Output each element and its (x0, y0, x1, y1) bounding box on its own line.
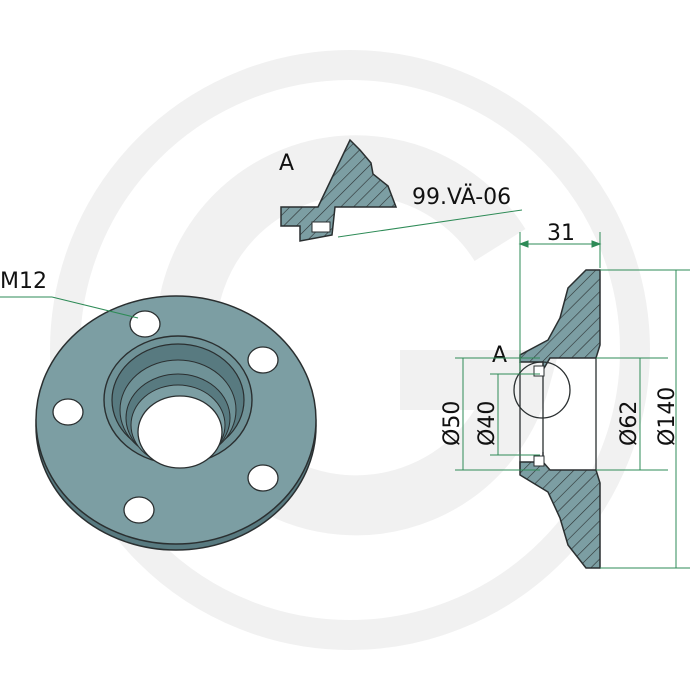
outer-dimensions (596, 269, 690, 569)
dia-40-label: Ø40 (475, 401, 500, 446)
detail-a-section (280, 138, 398, 242)
width-label: 31 (547, 221, 575, 246)
part-number-leader (337, 209, 523, 238)
dia-140-label: Ø140 (655, 387, 680, 446)
hub-section-view (519, 269, 601, 569)
bolt-hole (129, 310, 161, 338)
bolt-hole (52, 398, 84, 426)
bolt-hole (247, 464, 279, 492)
bolt-hole (123, 496, 155, 524)
part-number-label: 99.VÄ-06 (412, 184, 511, 210)
bolt-hole (247, 346, 279, 374)
bore-dimensions (455, 357, 540, 471)
detail-a-marker-circle (513, 361, 571, 419)
dia-62-label: Ø62 (617, 401, 642, 446)
flange-perspective-view (35, 295, 317, 551)
section-ref-label: A (492, 343, 507, 368)
center-bore (137, 395, 223, 469)
detail-ref-label: A (279, 151, 294, 176)
dia-50-label: Ø50 (440, 401, 465, 446)
thread-label: M12 (0, 269, 47, 294)
width-dimension (518, 232, 602, 372)
